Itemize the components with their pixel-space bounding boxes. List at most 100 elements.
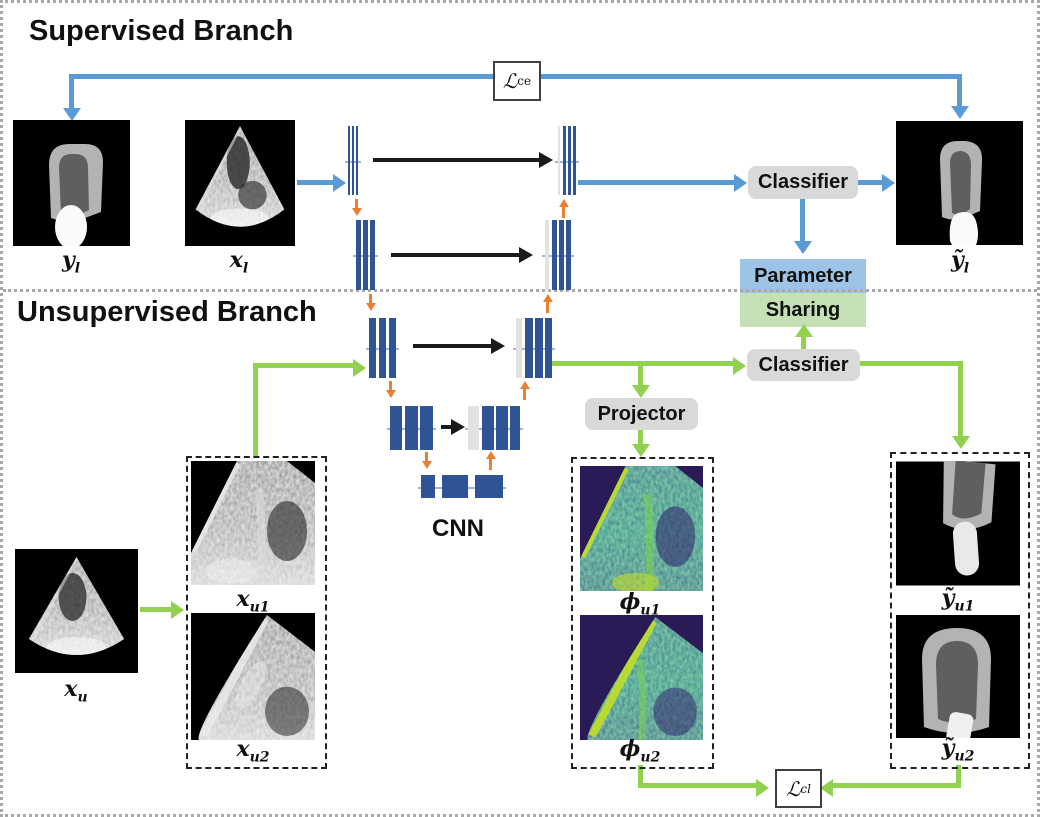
arrowhead-phi-to-lcl (756, 779, 769, 797)
pool-arrowhead-1 (352, 208, 362, 216)
label-phi-u2: ϕu2 (620, 736, 661, 765)
pool-arrow-3 (389, 381, 392, 392)
pool-arrow-4 (425, 452, 428, 463)
arrowhead-to-parameter (794, 241, 812, 254)
ylhat-mask-svg (896, 121, 1023, 245)
unsupervised-branch-title: Unsupervised Branch (17, 296, 317, 328)
pool-arrowhead-2 (366, 303, 376, 311)
augmented-inputs-box (186, 456, 327, 769)
skip-connection-3 (413, 344, 493, 348)
label-phi-u2-base: ϕ (619, 736, 641, 762)
arrowhead-to-phi (632, 444, 650, 457)
label-phi-u1: ϕu1 (620, 589, 661, 618)
arrowhead-skip-1 (539, 152, 553, 168)
label-xu-base: x (64, 676, 78, 702)
arrowhead-to-ylhat-top (951, 106, 969, 119)
flow-line-yhat-to-lcl (833, 783, 961, 788)
phi-u1-svg (580, 466, 703, 591)
label-yl-base: y (61, 247, 75, 273)
predictions-box (890, 452, 1030, 769)
arrowhead-to-yl (63, 108, 81, 121)
label-yu2hat-base: ỹ (941, 735, 955, 761)
image-xu2-augmented (191, 613, 315, 740)
classifier-supervised-box: Classifier (748, 166, 858, 199)
flow-line-xu-to-aug (140, 607, 173, 612)
arrowhead-xu-to-aug (171, 601, 184, 619)
arrowhead-to-yhat-box (952, 436, 970, 449)
parameter-sharing-box: Parameter Sharing (740, 259, 866, 327)
image-yu2hat-prediction-mask (896, 615, 1020, 738)
encoder-block-2 (353, 220, 378, 290)
xl-ultrasound-svg (185, 120, 295, 246)
decoder-block-4 (465, 406, 523, 450)
label-yu1hat: ỹu1 (942, 585, 975, 614)
flow-line-phi-to-lcl (638, 783, 758, 788)
branch-separator (3, 289, 1037, 292)
flow-line-lce-to-ylhat (957, 74, 962, 108)
arrowhead-xl-to-encoder (333, 174, 346, 192)
label-phi-u1-base: ϕ (619, 589, 641, 615)
label-yu2hat-sub: u2 (954, 748, 975, 765)
image-xu-ultrasound (15, 549, 138, 673)
arrowhead-to-sharing (795, 324, 813, 337)
image-yl-groundtruth-mask (13, 120, 130, 246)
encoder-block-3 (366, 318, 399, 378)
sharing-half: Sharing (740, 293, 866, 327)
xu-ultrasound-svg (15, 549, 138, 673)
phi-u2-svg (580, 615, 703, 740)
flow-line-classifier-right (860, 361, 963, 366)
image-yu1hat-prediction-mask (896, 461, 1020, 586)
yl-mask-svg (13, 120, 130, 246)
flow-line-classifier-to-ylhat (858, 180, 884, 185)
image-xu1-augmented (191, 461, 315, 585)
pool-arrowhead-3 (386, 390, 396, 398)
flow-line-classifier-to-parameter (800, 199, 805, 243)
image-phi-u2-projection (580, 615, 703, 740)
label-xu1-sub: u1 (249, 599, 270, 616)
upsample-arrowhead-2 (543, 294, 553, 302)
decoder-block-2 (542, 220, 574, 290)
cnn-label: CNN (432, 515, 484, 542)
decoder-block-3 (513, 318, 555, 378)
parameter-half: Parameter (740, 259, 866, 293)
yu1hat-mask-svg (896, 461, 1020, 586)
flow-line-phi-down (638, 765, 643, 788)
xu2-svg (191, 613, 315, 740)
label-ylhat-sub: l (963, 260, 970, 277)
supervised-branch-title: Supervised Branch (29, 15, 294, 47)
decoder-block-1 (555, 126, 579, 195)
projections-box (571, 457, 714, 769)
pool-arrowhead-4 (422, 461, 432, 469)
arrowhead-to-projector (632, 385, 650, 398)
arrowhead-skip-4 (451, 419, 465, 435)
label-xl-sub: l (242, 260, 249, 277)
flow-line-decoder-to-classifier-sup (578, 180, 736, 185)
label-xu2-base: x (236, 736, 250, 762)
label-xu1: xu1 (236, 586, 269, 615)
flow-line-aug-to-encoder (253, 363, 355, 368)
bottleneck-block (418, 475, 506, 498)
flow-line-decoder-to-classifier-unsup (551, 361, 735, 366)
upsample-arrowhead-1 (559, 199, 569, 207)
label-yu1hat-base: ỹ (941, 585, 955, 611)
label-ylhat-base: ỹ (950, 247, 964, 273)
flow-line-projector-to-phi (638, 430, 643, 446)
upsample-arrow-1 (562, 207, 565, 218)
loss-cl-symbol: ℒ (786, 776, 801, 801)
encoder-block-4 (387, 406, 436, 450)
label-xu-sub: u (77, 689, 88, 706)
skip-connection-2 (391, 253, 521, 257)
upsample-arrowhead-4 (486, 451, 496, 459)
image-ylhat-prediction-mask (896, 121, 1023, 245)
pool-arrow-1 (355, 199, 358, 210)
flow-line-branch-to-projector (638, 363, 643, 387)
upsample-arrow-3 (523, 389, 526, 400)
label-xu2-sub: u2 (249, 749, 270, 766)
label-xu: xu (64, 676, 87, 705)
xu1-svg (191, 461, 315, 585)
image-xl-ultrasound (185, 120, 295, 246)
image-phi-u1-projection (580, 466, 703, 591)
